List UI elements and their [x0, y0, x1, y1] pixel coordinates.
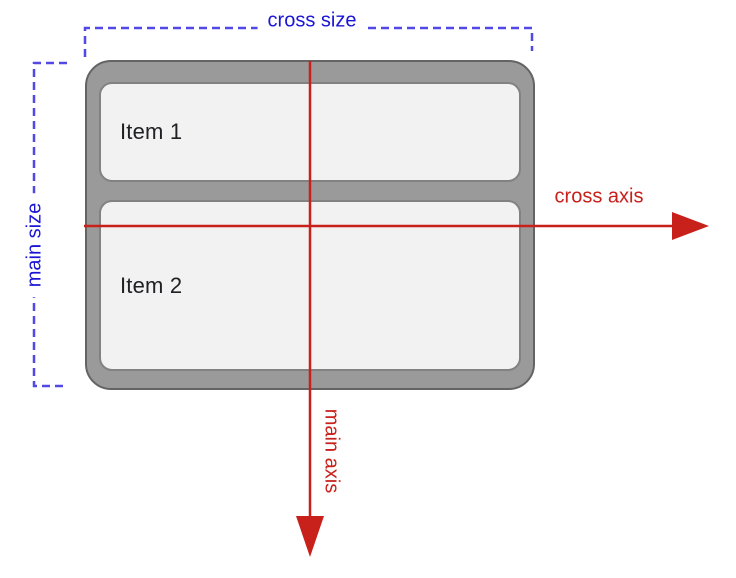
- flex-item-1: Item 1: [99, 82, 521, 182]
- main-axis-arrowhead-icon: [296, 516, 324, 557]
- main-axis-label: main axis: [320, 408, 343, 494]
- flex-item-2-label: Item 2: [120, 272, 183, 298]
- cross-axis-arrowhead-icon: [672, 212, 709, 240]
- cross-axis-label: cross axis: [554, 185, 644, 208]
- flex-item-2: Item 2: [99, 200, 521, 371]
- flex-item-1-label: Item 1: [120, 119, 183, 144]
- main-size-label: main size: [22, 192, 48, 298]
- cross-size-label: cross size: [257, 8, 367, 34]
